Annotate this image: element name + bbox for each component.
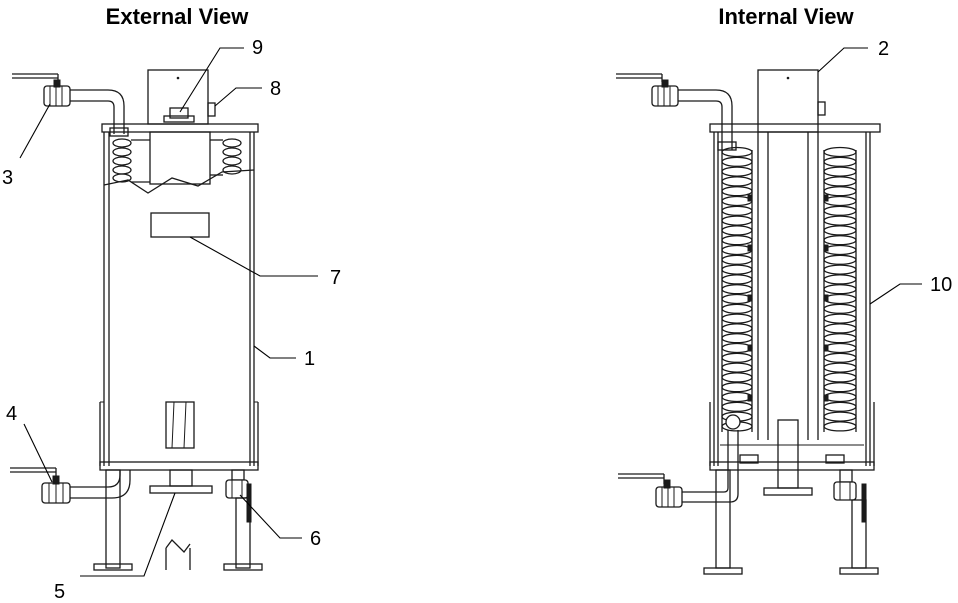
right-coil	[823, 146, 857, 432]
drain-valve	[225, 469, 252, 523]
internal-view-title: Internal View	[718, 4, 854, 29]
callout-9: 9	[252, 37, 263, 59]
top-valve-assembly	[12, 73, 129, 137]
internal-legs	[703, 469, 879, 575]
bottom-valve-assembly	[10, 467, 131, 504]
callout-1: 1	[304, 348, 315, 370]
callout-5: 5	[54, 581, 65, 603]
internal-view	[616, 69, 881, 575]
callout-8: 8	[270, 78, 281, 100]
internal-top-flange	[709, 123, 881, 133]
central-support	[739, 419, 845, 496]
top-housing	[147, 69, 216, 125]
outer-shell	[709, 132, 875, 471]
visible-coils	[112, 131, 242, 185]
external-view-title: External View	[106, 4, 250, 29]
support-flange	[149, 469, 213, 494]
callout-3: 3	[2, 167, 13, 189]
tank-body	[99, 132, 259, 471]
callout-4: 4	[6, 403, 17, 425]
callout-2: 2	[878, 38, 889, 60]
external-view	[10, 69, 263, 571]
callout-10: 10	[930, 274, 952, 296]
callout-6: 6	[310, 528, 321, 550]
internal-top-valve	[616, 73, 737, 151]
callout-labels: 9 8 3 7 1 4 6 5 2 10	[2, 37, 952, 603]
left-coil	[721, 146, 753, 432]
central-column	[757, 69, 826, 440]
callout-leaders	[19, 47, 922, 577]
callout-7: 7	[330, 267, 341, 289]
internal-drain-valve	[833, 469, 867, 523]
